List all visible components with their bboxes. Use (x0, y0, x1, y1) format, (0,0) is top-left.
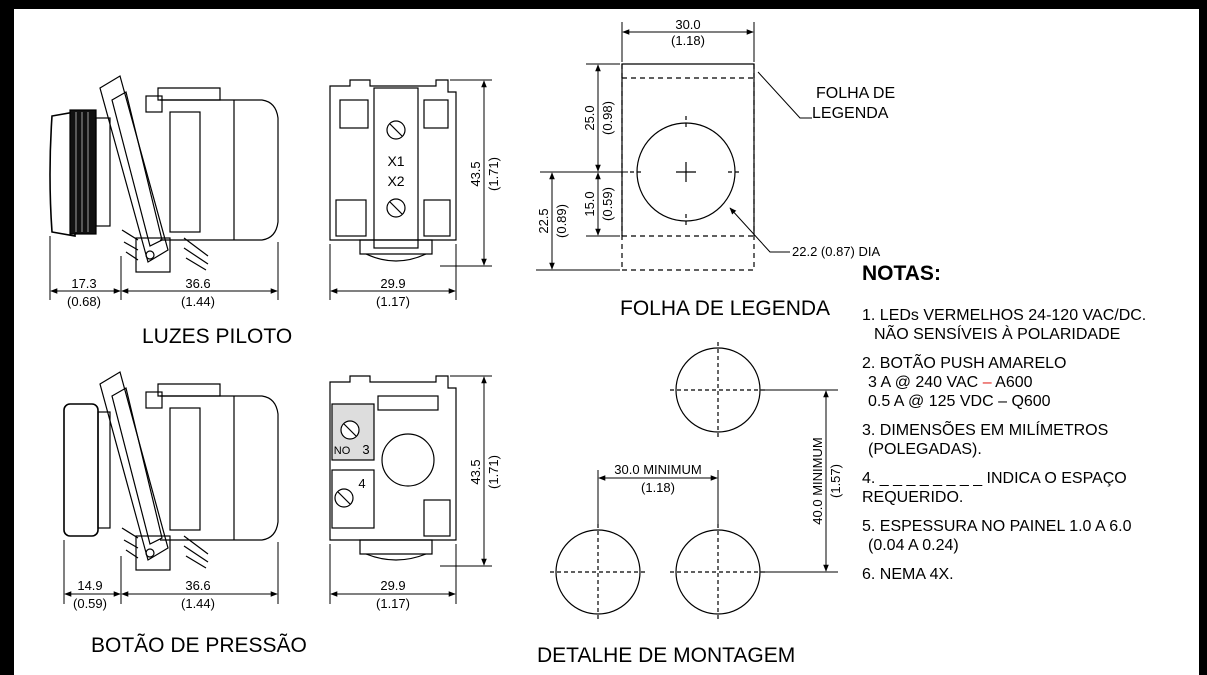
push-button-rear-dims (329, 375, 492, 604)
note-5-line-b: (0.04 A 0.24) (868, 537, 959, 554)
legend-sheet-title: FOLHA DE LEGENDA (620, 297, 831, 320)
pilot-light-rear-view (329, 79, 457, 262)
notes-heading: NOTAS: (862, 262, 941, 285)
mounting-detail-title: DETALHE DE MONTAGEM (537, 644, 796, 667)
note-4-line-b: REQUERIDO. (862, 489, 964, 506)
pilot-dim-body-in: (1.44) (181, 294, 215, 309)
push-dim-body: 36.6 (185, 578, 210, 593)
mounting-dim-h: 30.0 MINIMUM (614, 462, 701, 477)
pilot-light-side-view (49, 75, 279, 273)
notes-panel: NOTAS: 1. LEDs VERMELHOS 24-120 VAC/DC. … (862, 262, 1146, 584)
mounting-dim-h-in: (1.18) (641, 480, 675, 495)
pilot-dim-left-in: (0.68) (67, 294, 101, 309)
mounting-dim-v-in: (1.57) (828, 464, 843, 498)
legend-dim-center-in: (0.59) (600, 187, 615, 221)
pilot-rear-dim-width: 29.9 (380, 276, 405, 291)
legend-dim-lower: 22.5 (536, 208, 551, 233)
note-1-line-b: NÃO SENSÍVEIS À POLARIDADE (874, 326, 1121, 343)
push-dim-left: 14.9 (77, 578, 102, 593)
note-2-line-b-post: A600 (991, 374, 1033, 391)
note-5-line-a: 5. ESPESSURA NO PAINEL 1.0 A 6.0 (862, 518, 1132, 535)
legend-callout-line1: FOLHA DE (816, 85, 896, 102)
legend-sheet-drawing (621, 63, 755, 271)
legend-dim-upper: 25.0 (582, 105, 597, 130)
push-button-side-dims (63, 540, 279, 604)
note-2-line-a: 2. BOTÃO PUSH AMARELO (862, 355, 1067, 372)
note-2-line-b-pre: 3 A @ 240 VAC (868, 374, 983, 391)
pilot-lights-title: LUZES PILOTO (142, 325, 293, 348)
legend-callout-line2: LEGENDA (812, 105, 889, 122)
push-rear-dim-width-in: (1.17) (376, 596, 410, 611)
push-terminal-no: NO (334, 445, 351, 457)
note-2-line-b: 3 A @ 240 VAC – A600 (862, 373, 1146, 392)
pilot-dim-body: 36.6 (185, 276, 210, 291)
note-4-line-a: 4. _ _ _ _ _ _ _ _ INDICA O ESPAÇO (862, 470, 1127, 487)
push-terminal-3: 3 (362, 442, 369, 457)
push-rear-dim-height: 43.5 (468, 459, 483, 484)
note-3-line-a: 3. DIMENSÕES EM MILÍMETROS (862, 422, 1109, 439)
note-3-line-b: (POLEGADAS). (868, 441, 982, 458)
mounting-detail-dims (597, 389, 838, 573)
pilot-rear-dim-height: 43.5 (468, 161, 483, 186)
push-button-title: BOTÃO DE PRESSÃO (91, 634, 307, 657)
push-terminal-4: 4 (358, 476, 365, 491)
legend-sheet-dims (536, 22, 812, 271)
push-button-side-view (63, 371, 279, 571)
note-2-line-c: 0.5 A @ 125 VDC – Q600 (868, 393, 1051, 410)
mounting-dim-v: 40.0 MINIMUM (810, 437, 825, 524)
legend-dim-upper-in: (0.98) (600, 101, 615, 135)
legend-dim-lower-in: (0.89) (554, 204, 569, 238)
push-rear-dim-width: 29.9 (380, 578, 405, 593)
pilot-dim-left: 17.3 (71, 276, 96, 291)
push-dim-left-in: (0.59) (73, 596, 107, 611)
pilot-rear-dim-width-in: (1.17) (376, 294, 410, 309)
pilot-light-side-dims (49, 236, 279, 300)
legend-dim-center: 15.0 (582, 191, 597, 216)
pilot-terminal-x2: X2 (387, 173, 404, 189)
pilot-rear-dim-height-in: (1.71) (486, 157, 501, 191)
note-2-red-dash: – (982, 374, 992, 391)
push-button-rear-view (329, 375, 457, 561)
legend-dia-label: 22.2 (0.87) DIA (792, 244, 880, 259)
legend-callout: FOLHA DE LEGENDA (812, 84, 895, 124)
legend-dim-width-in: (1.18) (671, 33, 705, 48)
note-1-line-a: 1. LEDs VERMELHOS 24-120 VAC/DC. (862, 307, 1147, 324)
pilot-terminal-x1: X1 (387, 153, 404, 169)
push-rear-dim-height-in: (1.71) (486, 455, 501, 489)
pilot-light-rear-dims (329, 79, 492, 300)
push-dim-body-in: (1.44) (181, 596, 215, 611)
note-6: 6. NEMA 4X. (862, 566, 954, 583)
legend-dim-width: 30.0 (675, 17, 700, 32)
